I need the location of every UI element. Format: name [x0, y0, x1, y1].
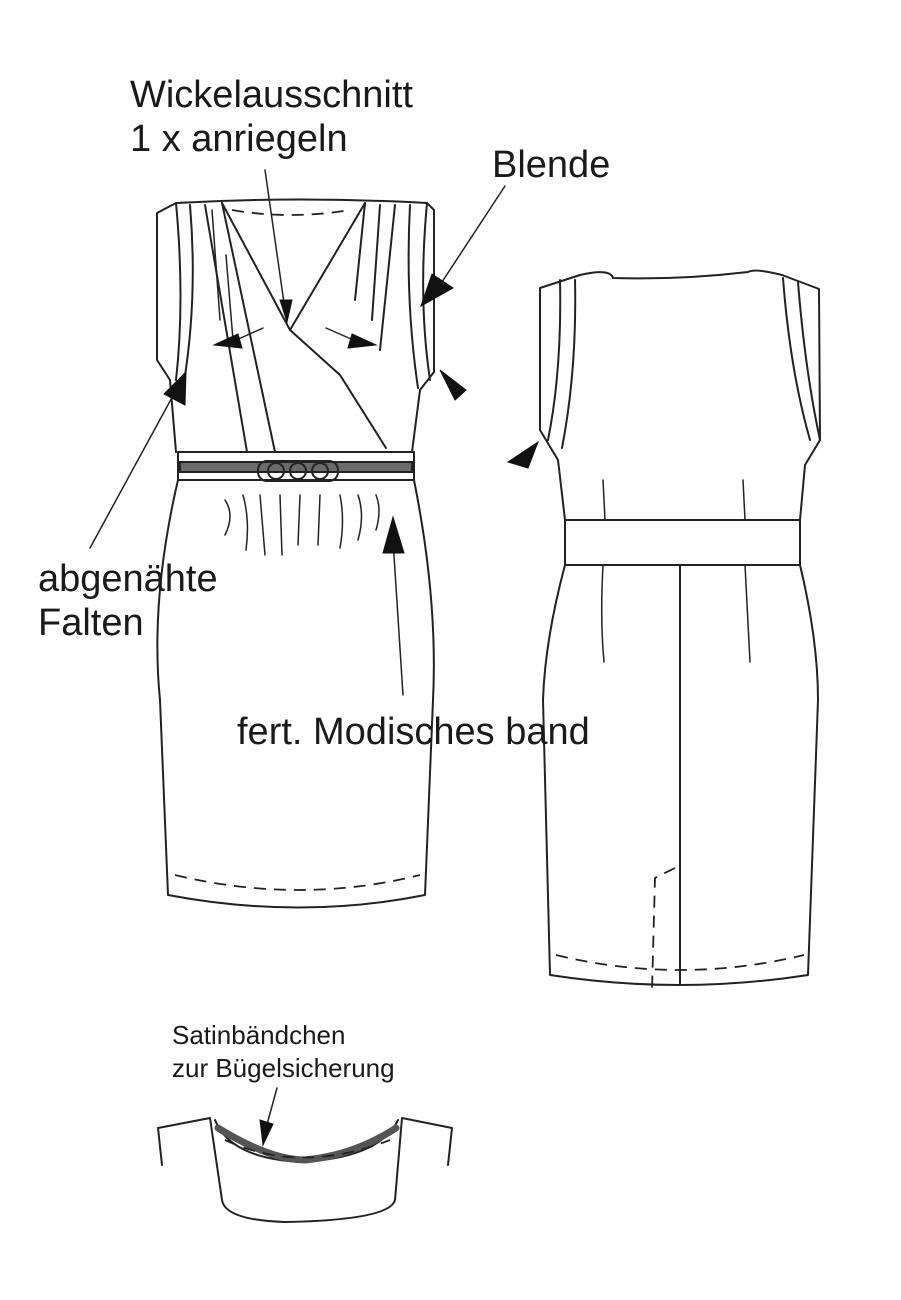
neckline-detail-view — [157, 1087, 453, 1223]
back-facing-left — [547, 279, 577, 449]
front-arrows — [89, 169, 506, 696]
front-neckline-stitch — [231, 209, 351, 216]
label-satin-2: zur Bügelsicherung — [172, 1053, 395, 1083]
label-stitched-pleats-2: Falten — [38, 602, 144, 644]
front-wrap-right — [289, 329, 387, 449]
front-hem-stitch — [174, 874, 421, 891]
front-pleats-upper — [211, 209, 234, 341]
front-view — [156, 198, 435, 909]
back-hem-stitch — [555, 954, 805, 971]
front-neckline — [221, 202, 366, 331]
front-gathers — [224, 494, 380, 556]
detail-arrow-shaft — [265, 1087, 278, 1129]
back-view — [506, 269, 821, 991]
front-wrap-right-inner — [354, 202, 396, 351]
front-wrap-left — [204, 202, 276, 453]
label-ribbon: fert. Modisches band — [237, 711, 590, 753]
front-facing-right — [407, 202, 431, 389]
belt-buckle — [257, 460, 339, 482]
label-stitched-pleats-1: abgenähte — [38, 558, 218, 600]
back-arrow — [506, 440, 540, 469]
front-skirt-outline — [156, 479, 435, 909]
satin-ribbon — [214, 1124, 400, 1164]
label-wrap-neckline-1: Wickelausschnitt — [130, 74, 413, 116]
back-waistband — [564, 519, 801, 566]
back-facing-right — [782, 277, 821, 441]
label-wrap-neckline-2: 1 x anriegeln — [130, 118, 348, 160]
back-darts — [600, 479, 751, 663]
front-bodice-outline — [156, 198, 435, 453]
back-bodice-outline — [539, 269, 821, 521]
detail-outline — [157, 1117, 453, 1223]
front-facing-left — [175, 202, 194, 389]
detail-arrow — [259, 1119, 274, 1147]
detail-stitch — [224, 1139, 391, 1159]
back-vent-stitch — [651, 867, 676, 991]
label-facing: Blende — [492, 144, 611, 186]
label-satin-1: Satinbändchen — [172, 1020, 346, 1050]
